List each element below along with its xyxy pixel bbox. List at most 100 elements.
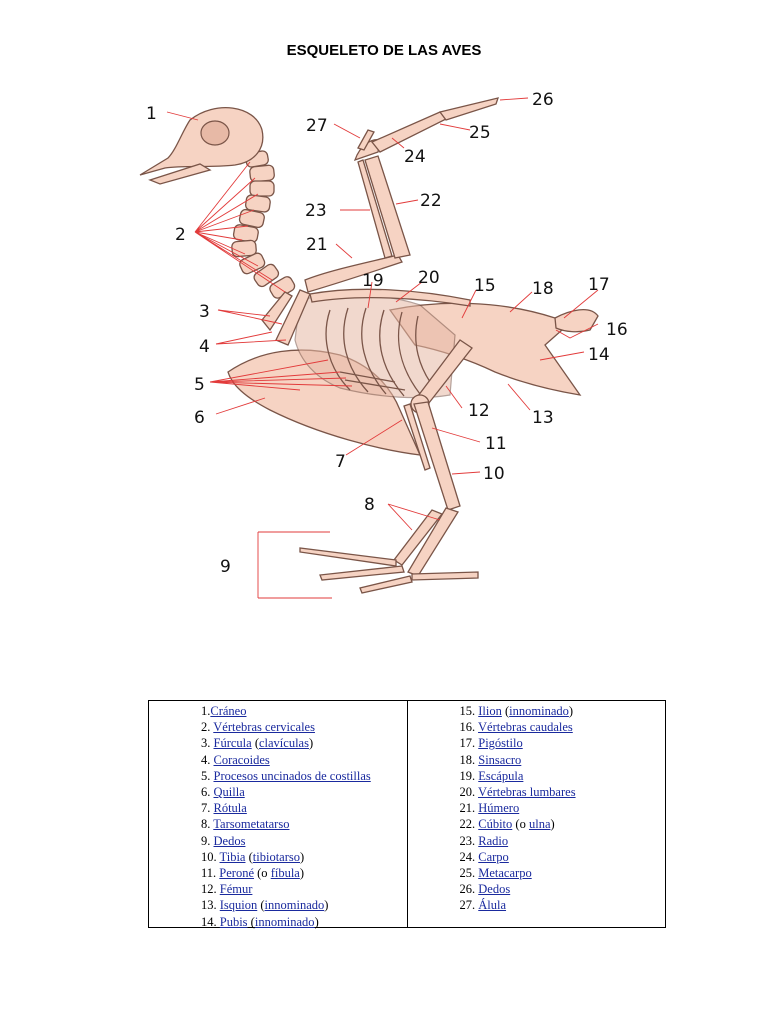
legend-link[interactable]: Cráneo <box>210 704 247 718</box>
legend-link[interactable]: Húmero <box>478 801 520 816</box>
page-title: ESQUELETO DE LAS AVES <box>286 42 482 59</box>
legend-link[interactable]: Álula <box>478 898 507 913</box>
label-9: 9 <box>220 557 231 577</box>
legend-link[interactable]: Vértebras lumbares <box>478 785 576 800</box>
label-10: 10 <box>483 464 505 484</box>
legend-link[interactable]: clavículas <box>258 736 309 751</box>
legend-link[interactable]: Vértebras cervicales <box>213 720 315 735</box>
legend-link[interactable]: Peroné <box>219 866 255 881</box>
legend-number: 24. <box>459 849 479 864</box>
legend-text: ( <box>501 704 510 718</box>
legend-text: ) <box>550 817 555 832</box>
label-27: 27 <box>306 116 328 136</box>
legend-link[interactable]: Pubis <box>219 914 248 929</box>
legend-link[interactable]: Coracoides <box>213 752 270 767</box>
legend-number: 17. <box>459 736 479 751</box>
legend-row: 25. Metacarpo <box>460 865 666 881</box>
legend-row: 6. Quilla <box>201 784 407 800</box>
legend-link[interactable]: Rótula <box>213 801 247 816</box>
coracoid-bone <box>275 289 311 346</box>
legend-text: ( <box>247 914 255 929</box>
legend-number: 21. <box>459 801 479 816</box>
legend-row: 19. Escápula <box>460 768 666 784</box>
legend-row: 2. Vértebras cervicales <box>201 719 407 735</box>
legend-row: 22. Cúbito (o ulna) <box>460 816 666 832</box>
legend-link[interactable]: innominado <box>264 898 325 913</box>
legend-row: 10. Tibia (tibiotarso) <box>201 849 407 865</box>
legend-link[interactable]: fíbula <box>270 866 300 881</box>
legend-row: 17. Pigóstilo <box>460 735 666 751</box>
legend-link[interactable]: Dedos <box>213 833 246 848</box>
legend-number: 11. <box>201 866 220 881</box>
label-26: 26 <box>532 90 554 110</box>
label-14: 14 <box>588 345 610 365</box>
legend-link[interactable]: Ilion <box>478 704 502 718</box>
legend-row: 1.Cráneo <box>201 703 407 719</box>
fibula-bone <box>403 403 431 471</box>
tibia-bone <box>413 401 461 511</box>
label-1: 1 <box>146 104 157 124</box>
legend-row: 23. Radio <box>460 833 666 849</box>
legend-link[interactable]: tibiotarso <box>252 849 300 864</box>
legend-link[interactable]: Escápula <box>478 768 524 783</box>
legend-text: ) <box>308 736 314 751</box>
beak-lower <box>148 163 212 185</box>
legend-number: 27. <box>459 898 479 913</box>
legend-link[interactable]: Fúrcula <box>213 736 252 751</box>
legend-text: ) <box>300 849 305 864</box>
label-25: 25 <box>469 123 491 143</box>
label-22: 22 <box>420 191 442 211</box>
legend-text: ) <box>568 704 574 718</box>
tarsometatarsus-bone-2 <box>393 509 444 566</box>
legend-link[interactable]: Pigóstilo <box>478 736 523 751</box>
legend-number: 5. <box>201 768 214 783</box>
legend-link[interactable]: Radio <box>478 833 509 848</box>
legend-text: ) <box>324 898 329 913</box>
legend-number: 18. <box>459 752 479 767</box>
legend-link[interactable]: ulna <box>528 817 551 832</box>
pygostyle-bone <box>554 309 599 333</box>
legend-text: ) <box>314 914 319 929</box>
legend-link[interactable]: Procesos uncinados de costillas <box>213 768 371 783</box>
legend-number: 20. <box>459 785 479 800</box>
legend-link[interactable]: Fémur <box>219 882 253 897</box>
label-8: 8 <box>364 495 375 515</box>
legend-link[interactable]: innominado <box>254 914 315 929</box>
label-15: 15 <box>474 276 496 296</box>
legend-number: 25. <box>459 866 479 881</box>
legend-link[interactable]: Metacarpo <box>478 866 532 881</box>
neck-vertebrae <box>231 150 296 299</box>
legend-link[interactable]: Sinsacro <box>478 752 522 767</box>
legend-row: 18. Sinsacro <box>460 752 666 768</box>
skull-bone <box>139 107 264 176</box>
legend-row: 13. Isquion (innominado) <box>201 897 407 913</box>
label-17: 17 <box>588 275 610 295</box>
legend-link[interactable]: Dedos <box>478 882 511 897</box>
legend-number: 4. <box>201 752 214 767</box>
legend-number: 19. <box>459 768 479 783</box>
legend-row: 8. Tarsometatarso <box>201 816 407 832</box>
legend-link[interactable]: Cúbito <box>478 817 513 832</box>
legend-link[interactable]: innominado <box>509 704 569 718</box>
legend-row: 9. Dedos <box>201 833 407 849</box>
legend-link[interactable]: Quilla <box>213 785 245 800</box>
legend-link[interactable]: Carpo <box>478 849 509 864</box>
legend-link[interactable]: Vértebras caudales <box>478 720 573 735</box>
legend-text: ( <box>245 849 253 864</box>
legend-row: 21. Húmero <box>460 800 666 816</box>
legend-link[interactable]: Tarsometatarso <box>213 817 290 832</box>
label-11: 11 <box>485 434 507 454</box>
label-21: 21 <box>306 235 328 255</box>
legend-link[interactable]: Isquion <box>219 898 258 913</box>
label-5: 5 <box>194 375 205 395</box>
legend-column-right: 15. Ilion (innominado)16. Vértebras caud… <box>406 701 666 927</box>
label-18: 18 <box>532 279 554 299</box>
legend-number: 8. <box>201 817 214 832</box>
legend-text: ( <box>257 898 265 913</box>
skeleton-drawing <box>139 97 599 594</box>
legend-link[interactable]: Tibia <box>219 849 246 864</box>
humerus-bone <box>304 254 403 293</box>
label-3: 3 <box>199 302 210 322</box>
